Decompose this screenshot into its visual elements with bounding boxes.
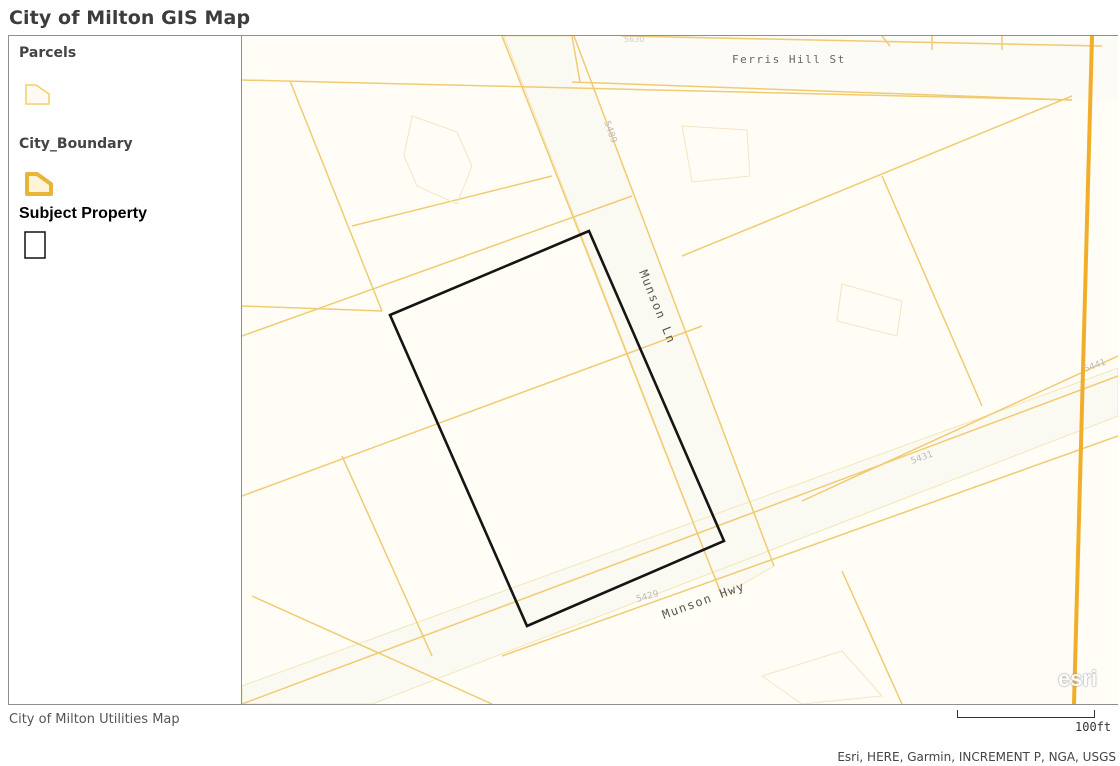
map-canvas[interactable]: Ferris Hill St Munson Ln Munson Hwy 5489… [242,36,1118,704]
ferris-hill-road [572,36,1118,100]
esri-logo-icon: esri [1058,666,1098,691]
scale-label: 100ft [1075,720,1112,734]
map-frame: Parcels City_Boundary Subject Property [8,35,1118,705]
map-attribution: Esri, HERE, Garmin, INCREMENT P, NGA, US… [837,750,1116,764]
road-label-ferris-hill: Ferris Hill St [732,53,846,66]
page-title: City of Milton GIS Map [9,7,251,29]
basemap-svg: Ferris Hill St Munson Ln Munson Hwy 5489… [242,36,1118,704]
legend-label-city-boundary: City_Boundary [19,136,133,152]
city-boundary-line [1072,36,1094,704]
building-footprints [403,115,903,704]
scale-bar [957,710,1095,718]
parcel-lines [242,36,1118,704]
parcel-polygon-icon [25,84,50,105]
address-label: 5630 [624,36,644,44]
subject-property-square-icon [24,231,46,259]
legend-label-subject-property: Subject Property [19,205,148,222]
legend-panel: Parcels City_Boundary Subject Property [9,36,242,704]
city-boundary-polygon-icon [25,172,53,196]
map-subtitle: City of Milton Utilities Map [9,712,180,727]
legend-label-parcels: Parcels [19,45,77,61]
munson-hwy-road [242,367,1118,704]
subject-property-outline [388,229,726,628]
